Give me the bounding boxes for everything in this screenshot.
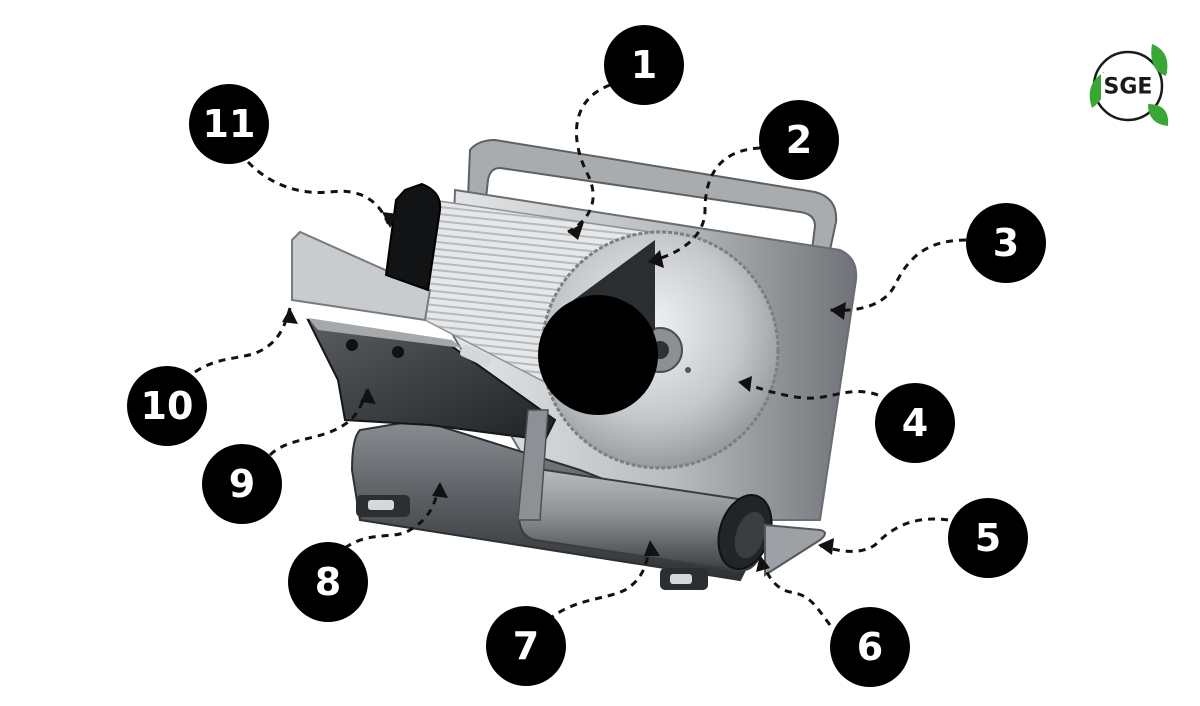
callout-badge-4: 4 xyxy=(875,383,955,463)
connector-6 xyxy=(758,554,832,626)
connector-1 xyxy=(567,83,611,234)
end-plate xyxy=(384,182,442,292)
callout-badge-5: 5 xyxy=(948,498,1028,578)
callout-number: 3 xyxy=(993,221,1019,265)
callout-connectors xyxy=(194,83,967,626)
callout-number: 1 xyxy=(631,43,657,87)
callout-number: 6 xyxy=(857,625,883,669)
callout-badge-11: 11 xyxy=(189,84,269,164)
callout-number: 10 xyxy=(141,384,194,428)
sge-logo: SGE xyxy=(1089,44,1169,126)
callout-number: 9 xyxy=(229,462,255,506)
callout-badge-10: 10 xyxy=(127,366,207,446)
logo-text: SGE xyxy=(1104,75,1153,100)
connector-4 xyxy=(737,380,879,400)
connector-5 xyxy=(817,517,949,553)
connector-2 xyxy=(647,146,761,264)
meat-slicer-illustration xyxy=(291,138,858,590)
callout-number: 8 xyxy=(315,560,341,604)
food-pusher xyxy=(291,230,432,322)
callout-badge-7: 7 xyxy=(486,606,566,686)
callout-number: 2 xyxy=(786,118,812,162)
callout-badge-3: 3 xyxy=(966,203,1046,283)
callout-number: 5 xyxy=(975,516,1001,560)
handle-frame xyxy=(466,138,838,251)
callout-number: 7 xyxy=(513,624,539,668)
connector-10 xyxy=(194,307,292,374)
callout-badge-2: 2 xyxy=(759,100,839,180)
connector-9 xyxy=(268,387,370,457)
leaf-icon xyxy=(1148,104,1169,126)
carriage-leg xyxy=(517,409,549,521)
callout-badge-1: 1 xyxy=(604,25,684,105)
center-plate xyxy=(538,295,658,415)
support-stand xyxy=(764,523,826,577)
callout-badges: 1 2 3 4 5 6 7 8 xyxy=(127,25,1046,687)
callout-number: 4 xyxy=(902,401,928,445)
connector-3 xyxy=(829,238,967,312)
callout-badge-9: 9 xyxy=(202,444,282,524)
leaf-icon xyxy=(1151,44,1168,76)
callout-badge-6: 6 xyxy=(830,607,910,687)
connector-7 xyxy=(547,539,652,622)
connector-8 xyxy=(344,481,442,550)
callout-number: 11 xyxy=(203,102,256,146)
connector-11 xyxy=(246,160,392,229)
callout-badge-8: 8 xyxy=(288,542,368,622)
